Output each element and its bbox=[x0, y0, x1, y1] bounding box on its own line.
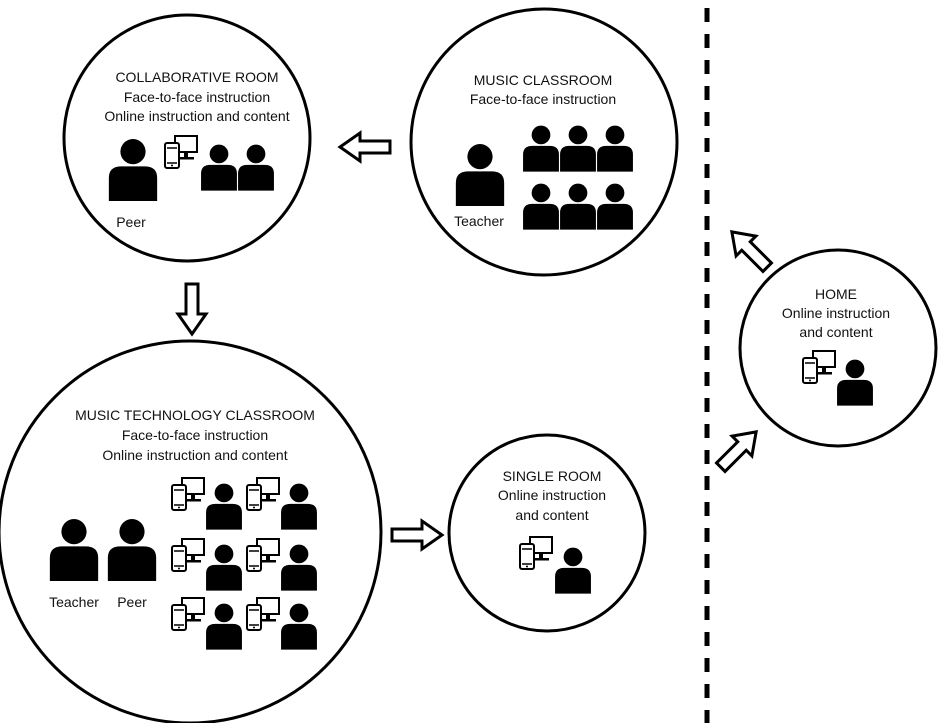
arrow-left-icon bbox=[338, 131, 392, 163]
home-room: HOME Online instruction and content bbox=[782, 286, 890, 406]
collaborative-room-title: COLLABORATIVE ROOM bbox=[115, 69, 278, 85]
arrow-up-right-icon bbox=[709, 420, 768, 479]
teacher-label: Teacher bbox=[49, 594, 99, 610]
music-classroom-line1: Face-to-face instruction bbox=[470, 91, 616, 107]
arrow-up-left-icon bbox=[720, 220, 779, 279]
teacher-label: Teacher bbox=[454, 213, 504, 229]
single-room-line1: Online instruction bbox=[498, 487, 606, 503]
collaborative-room: COLLABORATIVE ROOM Face-to-face instruct… bbox=[104, 69, 289, 230]
music-technology-line2: Online instruction and content bbox=[102, 447, 287, 463]
collaborative-room-line2: Online instruction and content bbox=[104, 108, 289, 124]
single-room: SINGLE ROOM Online instruction and conte… bbox=[498, 468, 606, 594]
arrow-right-icon bbox=[390, 519, 444, 551]
music-technology-classroom-circle bbox=[0, 339, 383, 723]
home-title: HOME bbox=[815, 286, 857, 302]
music-classroom-title: MUSIC CLASSROOM bbox=[474, 72, 612, 88]
arrow-down-icon bbox=[176, 282, 208, 336]
home-line1: Online instruction bbox=[782, 305, 890, 321]
music-technology-classroom: MUSIC TECHNOLOGY CLASSROOM Face-to-face … bbox=[49, 407, 317, 650]
music-technology-line1: Face-to-face instruction bbox=[122, 427, 268, 443]
music-technology-title: MUSIC TECHNOLOGY CLASSROOM bbox=[75, 407, 315, 423]
single-room-circle bbox=[447, 433, 647, 633]
home-line2: and content bbox=[799, 324, 872, 340]
home-circle bbox=[738, 248, 938, 448]
single-room-title: SINGLE ROOM bbox=[503, 468, 602, 484]
peer-label: Peer bbox=[117, 594, 147, 610]
single-room-line2: and content bbox=[515, 507, 588, 523]
peer-label: Peer bbox=[116, 214, 146, 230]
collaborative-room-line1: Face-to-face instruction bbox=[124, 89, 270, 105]
music-classroom: MUSIC CLASSROOM Face-to-face instruction… bbox=[454, 72, 633, 230]
